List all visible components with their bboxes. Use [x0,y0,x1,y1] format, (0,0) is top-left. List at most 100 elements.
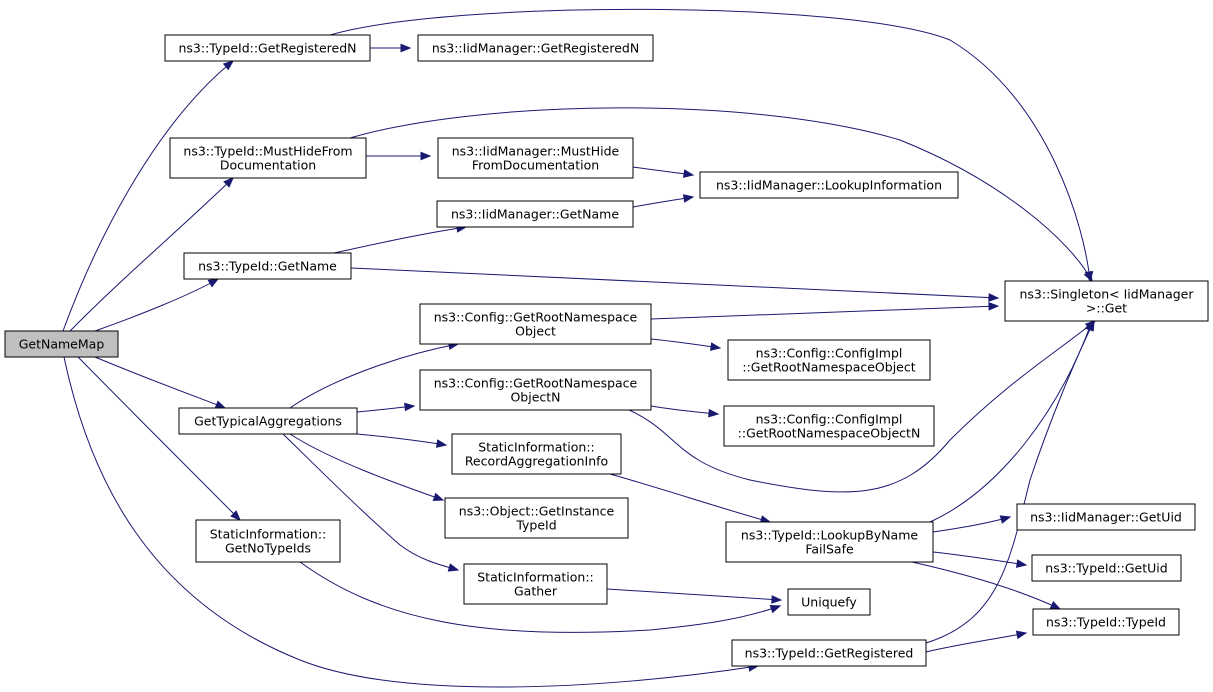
node-gather[interactable]: StaticInformation::Gather [463,563,608,605]
edge-mustHide-to-singletonGet [349,107,1093,283]
edge-line [650,338,721,349]
edge-line [650,405,719,415]
node-label: ::GetRootNamespaceObject [742,360,915,375]
edge-arrowhead [230,510,241,521]
node-lookupInfo[interactable]: ns3::IidManager::LookupInformation [699,171,959,199]
node-label: ns3::TypeId::GetRegistered [745,646,914,661]
edge-line [63,356,759,688]
node-uniquefy[interactable]: Uniquefy [787,588,871,616]
edge-getRegistered-to-typeIdCtor [925,630,1028,653]
node-cfgRootObj[interactable]: ns3::Config::GetRootNamespaceObject [419,303,652,345]
node-typeIdCtor[interactable]: ns3::TypeId::TypeId [1032,608,1180,636]
edge-noTypeIds-to-uniquefy [299,561,782,633]
node-getRegisteredN[interactable]: ns3::TypeId::GetRegisteredN [164,34,371,62]
edge-arrowhead [769,605,782,614]
node-box [787,588,871,616]
edge-line [350,267,999,299]
node-box [1004,280,1209,322]
edge-cfgRootObjN-to-implRootObjN [650,405,720,418]
node-iidGetUid[interactable]: ns3::IidManager::GetUid [1016,503,1196,531]
node-label: ns3::Config::GetRootNamespace [434,310,638,325]
node-noTypeIds[interactable]: StaticInformation::GetNoTypeIds [195,519,341,563]
node-box [463,563,608,605]
edges-layer [62,8,1097,688]
node-implRootObj[interactable]: ns3::Config::ConfigImpl::GetRootNamespac… [727,339,931,381]
node-label: FailSafe [805,542,854,557]
edge-getRegisteredN-to-iidGetRegisteredN [370,43,412,53]
node-label: ns3::Config::GetRootNamespace [434,376,638,391]
node-label: RecordAggregationInfo [465,454,608,469]
node-box [164,34,371,62]
node-box [183,252,352,280]
edge-line [619,320,1096,493]
node-label: ns3::TypeId::GetRegisteredN [178,41,356,56]
node-label: ns3::IidManager::GetUid [1030,510,1182,525]
node-iidMustHide[interactable]: ns3::IidManager::MustHideFromDocumentati… [437,137,634,179]
node-label: ns3::TypeId::GetName [198,259,337,274]
node-root[interactable]: GetNameMap [4,330,119,358]
edge-lookupByName-to-singletonGet [929,319,1093,523]
node-recordAgg[interactable]: StaticInformation::RecordAggregationInfo [451,433,622,475]
edge-arrowhead [988,293,1000,302]
node-label: Gather [514,584,558,599]
edge-lookupByName-to-typeGetUid [932,551,1028,568]
edge-arrowhead [404,402,416,412]
edge-line [94,356,226,409]
edge-typicalAgg-to-getInstance [289,433,445,501]
edge-arrowhead [1049,601,1062,610]
node-box [699,171,959,199]
node-getRegistered[interactable]: ns3::TypeId::GetRegistered [731,639,927,667]
edge-line [609,473,771,523]
edge-line [289,433,444,501]
node-typicalAgg[interactable]: GetTypicalAggregations [178,407,358,435]
edge-root-to-typeGetName [94,278,220,332]
edge-line [925,320,1095,644]
edge-iidMustHide-to-lookupInfo [632,166,695,178]
edge-root-to-typicalAgg [94,356,227,409]
edge-line [69,177,234,332]
edge-gather-to-uniquefy [606,588,783,604]
node-box [444,497,629,539]
edge-line [333,226,467,254]
edge-cfgRootObj-to-singletonGet [650,301,1000,320]
node-singletonGet[interactable]: ns3::Singleton< IidManager>::Get [1004,280,1209,322]
edge-recordAgg-to-lookupByName [609,473,772,524]
node-implRootObjN[interactable]: ns3::Config::ConfigImpl::GetRootNamespac… [723,405,935,447]
edge-arrowhead [1015,630,1028,640]
node-typeGetUid[interactable]: ns3::TypeId::GetUid [1031,554,1182,582]
node-box [1031,554,1182,582]
edge-arrowhead [1083,270,1093,283]
node-iidGetName[interactable]: ns3::IidManager::GetName [436,200,634,228]
edge-mustHide-to-iidMustHide [366,151,432,161]
edge-line [289,343,459,409]
node-typeGetName[interactable]: ns3::TypeId::GetName [183,252,352,280]
node-box [436,200,634,228]
edge-line [606,588,782,601]
edge-lookupByName-to-iidGetUid [932,515,1012,533]
node-label: ns3::TypeId::MustHideFrom [183,144,352,159]
node-box [419,369,652,411]
edge-arrowhead [432,492,445,501]
edge-arrowhead [1015,559,1028,568]
node-label: StaticInformation:: [478,440,595,455]
edge-typicalAgg-to-recordAgg [356,433,448,448]
node-label: Uniquefy [801,595,857,610]
node-box [417,34,654,62]
node-label: ns3::IidManager::LookupInformation [716,178,942,193]
node-iidGetRegisteredN[interactable]: ns3::IidManager::GetRegisteredN [417,34,654,62]
edge-line [299,561,781,633]
edge-line [650,305,999,320]
edge-arrowhead [222,60,235,71]
node-label: ::GetRootNamespaceObjectN [738,426,921,441]
edge-line [356,433,447,446]
edge-root-to-mustHide [69,177,234,332]
edge-line [932,516,1011,533]
node-cfgRootObjN[interactable]: ns3::Config::GetRootNamespaceObjectN [419,369,652,411]
edge-line [925,632,1027,653]
node-box [727,339,931,381]
node-box [4,330,119,358]
